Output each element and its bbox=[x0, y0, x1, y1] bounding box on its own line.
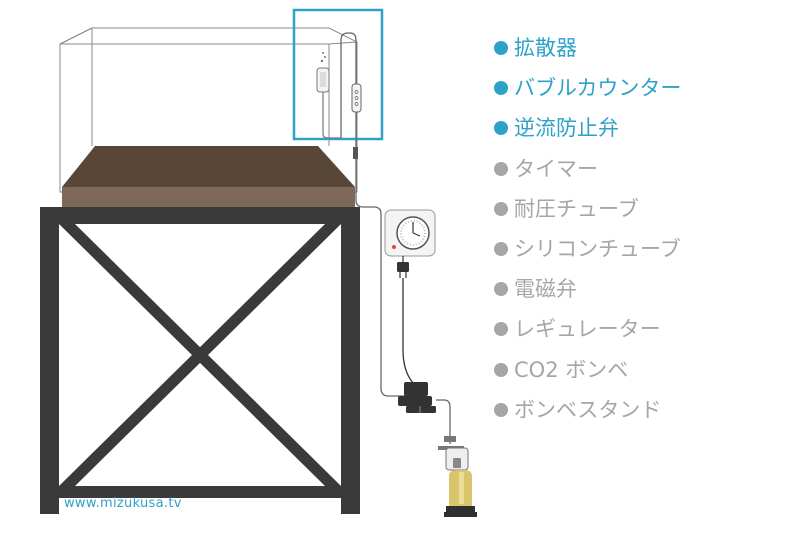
bullet-icon bbox=[494, 362, 508, 377]
legend-item-timer: タイマー bbox=[494, 149, 681, 189]
legend-label: 拡散器 bbox=[514, 36, 577, 61]
bullet-icon bbox=[494, 402, 508, 417]
bullet-icon bbox=[494, 242, 508, 257]
regulator bbox=[438, 436, 469, 471]
component-legend: 拡散器 バブルカウンター 逆流防止弁 タイマー 耐圧チューブ シリコンチューブ … bbox=[494, 28, 681, 430]
bullet-icon bbox=[494, 41, 508, 56]
diffuser bbox=[316, 52, 341, 139]
legend-item-co2-cylinder: CO2 ボンベ bbox=[494, 350, 681, 390]
bullet-icon bbox=[494, 81, 508, 96]
legend-label: ボンベスタンド bbox=[514, 397, 662, 422]
legend-item-diffuser: 拡散器 bbox=[494, 28, 681, 68]
timer bbox=[384, 209, 436, 257]
legend-item-solenoid-valve: 電磁弁 bbox=[494, 269, 681, 309]
bullet-icon bbox=[494, 121, 508, 136]
legend-label: バブルカウンター bbox=[514, 76, 682, 101]
aquarium-tank bbox=[59, 27, 358, 193]
pressure-tube bbox=[355, 159, 408, 397]
bubble-counter bbox=[351, 83, 362, 113]
legend-item-pressure-tube: 耐圧チューブ bbox=[494, 189, 681, 229]
legend-label: レギュレーター bbox=[514, 317, 661, 342]
silicone-tube bbox=[340, 32, 357, 147]
legend-item-regulator: レギュレーター bbox=[494, 309, 681, 349]
cylinder-stand bbox=[444, 506, 477, 517]
bullet-icon bbox=[494, 161, 508, 176]
substrate bbox=[62, 146, 355, 210]
legend-label: 電磁弁 bbox=[514, 277, 577, 302]
solenoid-cable bbox=[402, 278, 415, 385]
highlight-box bbox=[292, 8, 384, 141]
check-valve bbox=[353, 147, 358, 159]
legend-label: タイマー bbox=[514, 156, 598, 181]
legend-item-cylinder-stand: ボンベスタンド bbox=[494, 390, 681, 430]
legend-label: CO2 ボンベ bbox=[514, 357, 629, 382]
bullet-icon bbox=[494, 322, 508, 337]
bullet-icon bbox=[494, 282, 508, 297]
regulator-tube bbox=[436, 399, 451, 444]
co2-cylinder bbox=[449, 470, 472, 508]
legend-label: 耐圧チューブ bbox=[514, 196, 639, 221]
legend-item-silicone-tube: シリコンチューブ bbox=[494, 229, 681, 269]
bullet-icon bbox=[494, 201, 508, 216]
legend-item-check-valve: 逆流防止弁 bbox=[494, 108, 681, 148]
aquarium-stand bbox=[40, 207, 360, 514]
legend-item-bubble-counter: バブルカウンター bbox=[494, 68, 681, 108]
site-credit: www.mizukusa.tv bbox=[64, 496, 182, 511]
timer-plug bbox=[397, 256, 409, 278]
legend-label: シリコンチューブ bbox=[514, 237, 681, 262]
solenoid-valve bbox=[398, 382, 436, 413]
legend-label: 逆流防止弁 bbox=[514, 116, 619, 141]
